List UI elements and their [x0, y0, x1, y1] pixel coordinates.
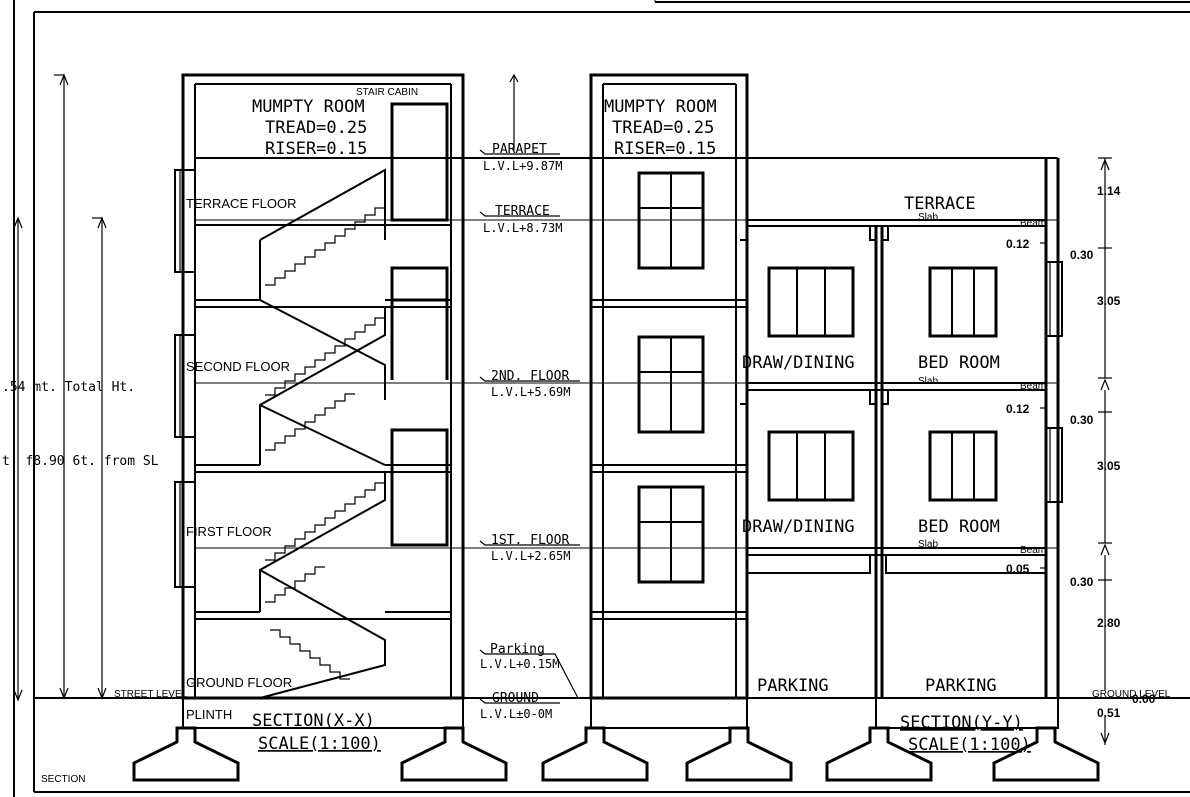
- dim-0-05: 0.05: [1006, 562, 1030, 576]
- section-xx-scale: SCALE(1:100): [258, 734, 381, 754]
- terrace-level-label: TERRACE: [495, 204, 550, 219]
- ground-level-label: GROUND: [492, 691, 539, 706]
- dim-2-80: 2.80: [1097, 616, 1121, 630]
- dim-3-05-mid: 3.05: [1097, 459, 1121, 473]
- total-height-note: .54 mt. Total Ht.: [2, 380, 135, 395]
- dim-0-30-bottom: 0.30: [1070, 575, 1094, 589]
- floor-label-ground: GROUND FLOOR: [186, 675, 292, 690]
- slab-label-second: Slab: [918, 376, 938, 387]
- parking-level: L.V.L+0.15M: [480, 657, 559, 671]
- dim-0-12-mid: 0.12: [1006, 402, 1030, 416]
- ground-level: L.V.L±0-0M: [480, 707, 552, 721]
- height-from-sl-note: t. f8.90 6t. from SL: [2, 454, 159, 469]
- draw-dining-label-second: DRAW/DINING: [742, 353, 855, 373]
- parking-level-label: Parking: [490, 642, 545, 657]
- riser-label: RISER=0.15: [265, 139, 367, 159]
- slab-label-first: Slab: [918, 539, 938, 550]
- section-yy-scale: SCALE(1:100): [908, 735, 1031, 755]
- terrace-label: TERRACE: [904, 194, 976, 214]
- yy-mumpty-room-label: MUMPTY ROOM: [604, 97, 717, 117]
- bed-room-label-first: BED ROOM: [918, 517, 1000, 537]
- sheet-frame: [13, 0, 1190, 797]
- section-yy-title: SECTION(Y-Y): [900, 713, 1023, 733]
- plinth-label: PLINTH: [186, 707, 232, 722]
- draw-dining-label-first: DRAW/DINING: [742, 517, 855, 537]
- dim-0-30-top: 0.30: [1070, 248, 1094, 262]
- section-xx-title: SECTION(X-X): [252, 711, 375, 731]
- floor-label-second: SECOND FLOOR: [186, 359, 290, 374]
- section-yy-building: [589, 73, 1063, 729]
- dim-1-14: 1.14: [1097, 184, 1121, 198]
- second-floor-level: L.V.L+5.69M: [491, 385, 570, 399]
- dim-0-12-top: 0.12: [1006, 237, 1030, 251]
- ground-level-label-right: GROUND LEVEL: [1092, 689, 1171, 700]
- floor-label-terrace: TERRACE FLOOR: [186, 196, 297, 211]
- dim-0-30-mid: 0.30: [1070, 413, 1094, 427]
- left-notes: .54 mt. Total Ht. t. f8.90 6t. from SL: [2, 380, 159, 469]
- yy-tread-label: TREAD=0.25: [612, 118, 714, 138]
- beam-label-second: Beam: [1020, 381, 1046, 392]
- street-level-label: STREET LEVEL: [114, 689, 188, 700]
- stair-cabin-label: STAIR CABIN: [356, 87, 418, 98]
- dim-3-05-top: 3.05: [1097, 294, 1121, 308]
- right-dimension-lines: [1040, 157, 1112, 745]
- mumpty-room-label: MUMPTY ROOM: [252, 97, 365, 117]
- left-dimension-lines: [13, 73, 107, 702]
- first-floor-level-label: 1ST. FLOOR: [491, 533, 569, 548]
- parapet-level: L.V.L+9.87M: [483, 159, 562, 173]
- dim-0-00: 0.00: [1132, 692, 1156, 706]
- level-labels: PARAPET L.V.L+9.87M TERRACE L.V.L+8.73M …: [480, 142, 570, 721]
- slab-label-terrace: Slab: [918, 212, 938, 223]
- footings: [132, 726, 1100, 782]
- second-floor-level-label: 2ND. FLOOR: [491, 369, 569, 384]
- parapet-label: PARAPET: [492, 142, 547, 157]
- section-xx-building: [174, 73, 1058, 729]
- dimension-labels: 1.14 0.12 0.30 3.05 0.12 0.30 3.05 0.05 …: [1006, 184, 1156, 720]
- beam-label-first: Beam: [1020, 545, 1046, 556]
- level-markers: [479, 73, 580, 704]
- section-footer-label: SECTION: [41, 774, 85, 785]
- yy-riser-label: RISER=0.15: [614, 139, 716, 159]
- first-floor-level: L.V.L+2.65M: [491, 549, 570, 563]
- terrace-level: L.V.L+8.73M: [483, 221, 562, 235]
- dim-0-51: 0.51: [1097, 706, 1121, 720]
- section-xx-labels: STAIR CABIN MUMPTY ROOM TREAD=0.25 RISER…: [114, 87, 418, 754]
- section-yy-labels: MUMPTY ROOM TREAD=0.25 RISER=0.15 TERRAC…: [604, 97, 1171, 755]
- parking-label-left: PARKING: [757, 676, 829, 696]
- floor-label-first: FIRST FLOOR: [186, 524, 272, 539]
- tread-label: TREAD=0.25: [265, 118, 367, 138]
- beam-label-terrace: Beam: [1020, 218, 1046, 229]
- parking-label-right: PARKING: [925, 676, 997, 696]
- bed-room-label-second: BED ROOM: [918, 353, 1000, 373]
